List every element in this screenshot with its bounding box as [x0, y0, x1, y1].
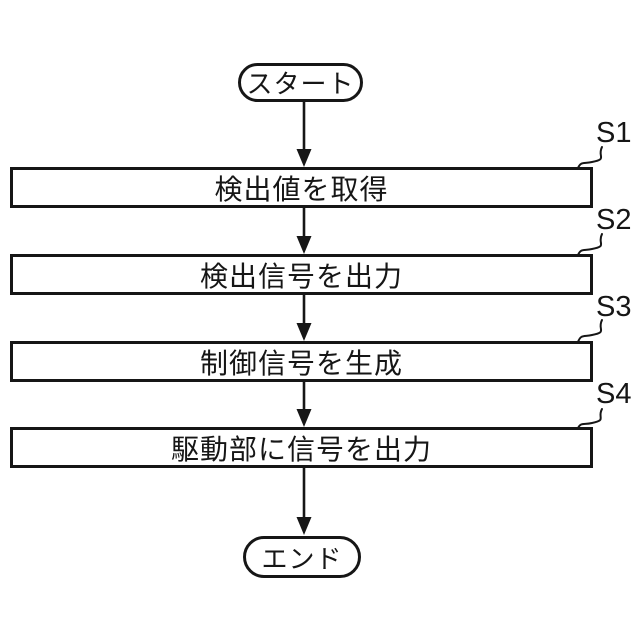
process-box-s4-label: 駆動部に信号を出力 [170, 433, 432, 465]
arrow-step2-to-step3 [296, 295, 312, 341]
step-id-s1: S1 [596, 117, 632, 149]
arrow-step3-to-step4 [296, 382, 312, 427]
leader-line-s3 [577, 319, 603, 343]
arrow-start-to-step1 [296, 100, 312, 167]
process-box-s2: 検出信号を出力 [10, 254, 593, 295]
process-box-s1: 検出値を取得 [10, 167, 593, 208]
end-terminal-label: エンド [261, 543, 343, 574]
arrow-step4-to-end [296, 468, 312, 535]
process-box-s1-label: 検出値を取得 [214, 173, 389, 205]
step-id-s2: S2 [596, 204, 632, 236]
process-box-s4: 駆動部に信号を出力 [10, 427, 593, 468]
leader-line-s2 [577, 233, 603, 256]
process-box-s3-label: 制御信号を生成 [199, 347, 403, 379]
leader-line-s4 [577, 408, 603, 429]
arrow-step1-to-step2 [296, 208, 312, 254]
end-terminal: エンド [243, 536, 361, 578]
start-terminal-label: スタート [246, 69, 355, 99]
process-box-s3: 制御信号を生成 [10, 341, 593, 382]
step-id-s3: S3 [596, 291, 632, 323]
process-box-s2-label: 検出信号を出力 [199, 260, 403, 292]
leader-line-s1 [577, 146, 603, 169]
step-id-s4: S4 [596, 378, 632, 410]
start-terminal: スタート [238, 63, 363, 102]
